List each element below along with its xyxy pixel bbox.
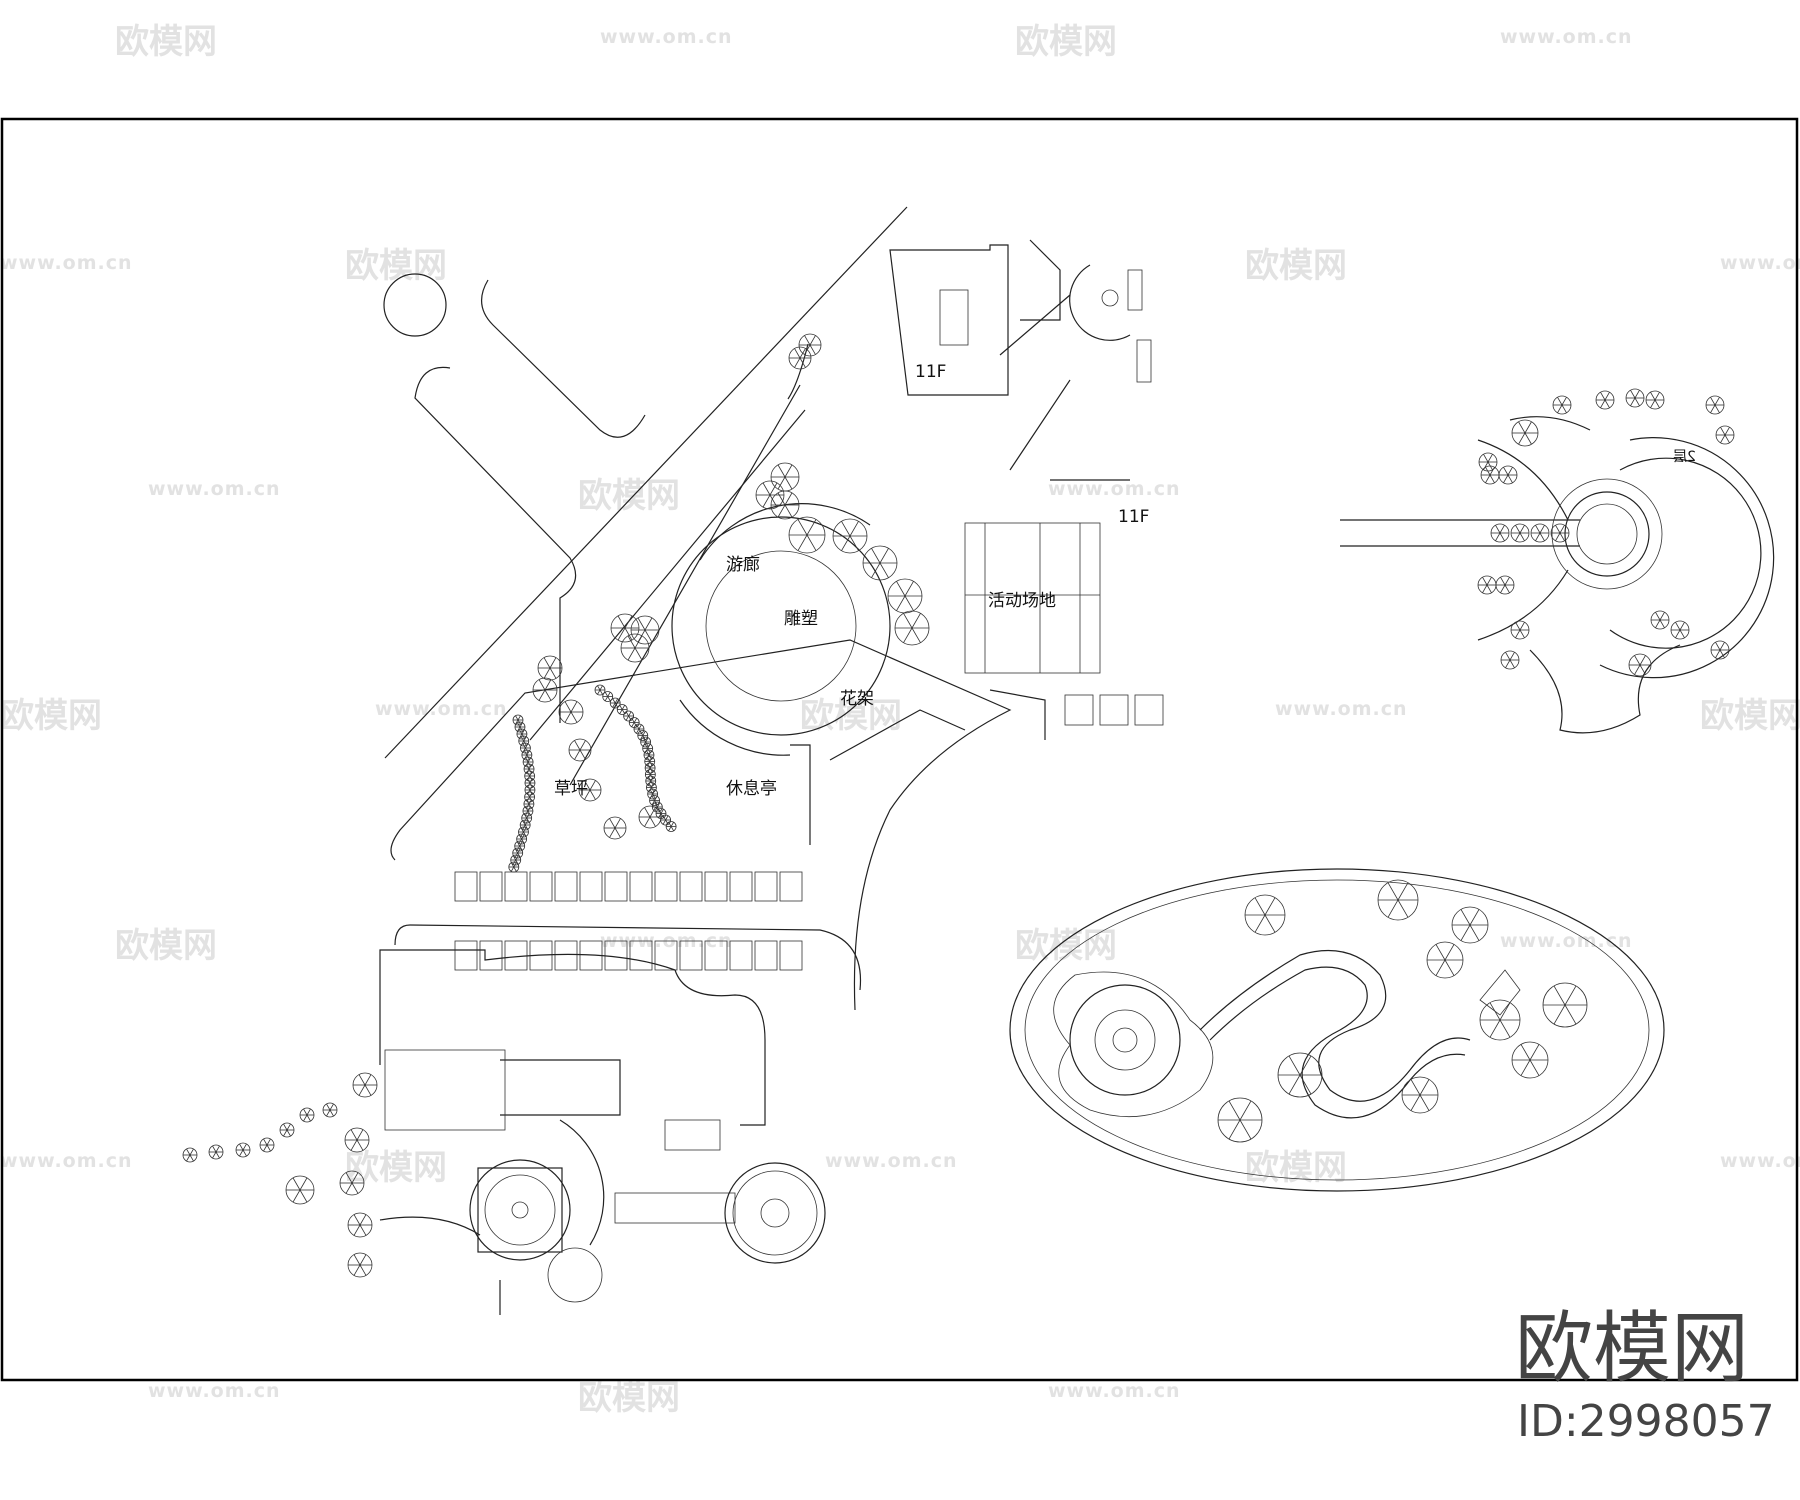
model-id: ID:2998057 — [1517, 1396, 1775, 1447]
parking-space — [729, 871, 753, 902]
watermark: 欧模网 — [345, 1148, 447, 1188]
parking-space — [704, 940, 728, 971]
parking-space — [754, 940, 778, 971]
watermark: 欧模网 — [115, 22, 217, 62]
parking-space — [554, 871, 578, 902]
watermark: www.om.cn — [0, 252, 133, 274]
watermark: www.om.cn — [1048, 1380, 1181, 1402]
watermark: www.om.cn — [600, 26, 733, 48]
parking-space — [579, 871, 603, 902]
watermark: 欧模网 — [345, 246, 447, 286]
parking-space — [754, 871, 778, 902]
watermark: 欧模网 — [1245, 246, 1347, 286]
watermark: www.om.cn — [375, 698, 508, 720]
activity-ground-label: 活动场地 — [988, 591, 1056, 611]
watermark: 欧模网 — [1245, 1148, 1347, 1188]
west-plaza-plan — [182, 949, 826, 1315]
parking-space — [729, 940, 753, 971]
parking-space — [679, 871, 703, 902]
parking-space — [679, 940, 703, 971]
corridor-label: 游廊 — [726, 555, 760, 575]
parking-space — [629, 871, 653, 902]
parking-space — [479, 871, 503, 902]
watermark: www.om.cn — [1500, 26, 1633, 48]
parking-space — [504, 940, 528, 971]
watermark: www.om.cn — [1048, 478, 1181, 500]
sculpture-label: 雕塑 — [784, 609, 818, 629]
watermark: www.om.cn — [148, 1380, 281, 1402]
watermark: www.om.cn — [148, 478, 281, 500]
lawn-label: 草坪 — [554, 779, 588, 799]
building-floors-label-1: 11F — [915, 362, 947, 382]
main-park-plan — [383, 206, 1164, 1011]
oval-garden-plan — [1009, 868, 1665, 1192]
parking-space — [479, 940, 503, 971]
watermark: 欧模网 — [578, 1378, 680, 1418]
watermark: www.om.cn — [1500, 930, 1633, 952]
pavilion-label: 休息亭 — [726, 779, 777, 799]
parking-space — [554, 940, 578, 971]
parking-space — [779, 940, 803, 971]
parking-space — [629, 940, 653, 971]
second-floor-label: 2层 — [1673, 449, 1696, 465]
watermark: www.om.cn — [825, 1150, 958, 1172]
parking-space — [454, 940, 478, 971]
parking-space — [604, 940, 628, 971]
parking-space — [529, 871, 553, 902]
parking-space — [779, 871, 803, 902]
building-floors-label-2: 11F — [1118, 507, 1150, 527]
parking-space — [454, 871, 478, 902]
brand-logo: 欧模网 — [1515, 1304, 1750, 1394]
parking-rows — [454, 694, 1164, 971]
watermark: 欧模网 — [578, 476, 680, 516]
parking-space — [1099, 694, 1129, 726]
parking-space — [1064, 694, 1094, 726]
parking-space — [704, 871, 728, 902]
watermark: www.om.cn — [1720, 1150, 1800, 1172]
watermark: 欧模网 — [0, 696, 102, 736]
watermark: 欧模网 — [115, 926, 217, 966]
watermark: 欧模网 — [1700, 696, 1800, 736]
parking-space — [654, 871, 678, 902]
parking-space — [1134, 694, 1164, 726]
circular-plaza-plan — [1340, 388, 1775, 734]
watermark: www.om.cn — [1720, 252, 1800, 274]
parking-space — [654, 940, 678, 971]
watermark: www.om.cn — [0, 1150, 133, 1172]
pergola-label: 花架 — [840, 689, 874, 709]
parking-space — [504, 871, 528, 902]
watermark: www.om.cn — [1275, 698, 1408, 720]
parking-space — [604, 871, 628, 902]
drawing-frame — [0, 117, 1799, 1382]
watermark: 欧模网 — [1015, 22, 1117, 62]
